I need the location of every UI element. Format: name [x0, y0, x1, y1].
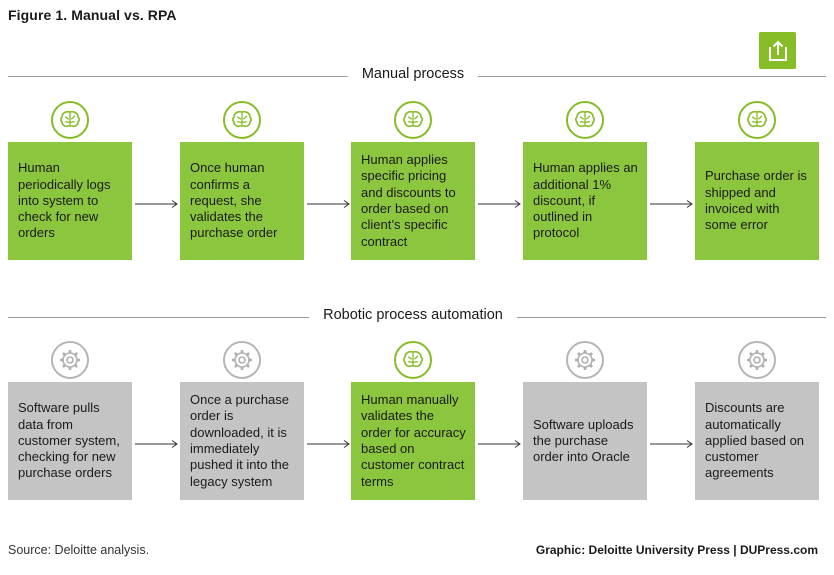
rpa-step-1-gear-icon	[51, 341, 89, 379]
manual-arrow-2	[306, 196, 351, 208]
rpa-section-title: Robotic process automation	[309, 307, 517, 323]
graphic-credit: Graphic: Deloitte University Press | DUP…	[535, 543, 818, 557]
manual-arrow-1	[134, 196, 179, 208]
rpa-step-5-gear-icon	[738, 341, 776, 379]
manual-section-title: Manual process	[347, 66, 479, 82]
manual-step-2-text: Once human confirms a request, she valid…	[190, 160, 278, 241]
manual-step-4-box: Human applies an additional 1% discount,…	[523, 142, 647, 260]
rpa-step-3-text: Human manually validates the order for a…	[361, 392, 466, 489]
share-upload-icon	[768, 40, 787, 61]
manual-step-3-brain-icon	[394, 101, 432, 139]
rpa-step-3-brain-icon	[394, 341, 432, 379]
rpa-step-5-box: Discounts are automatically applied base…	[695, 382, 819, 500]
manual-step-1-box: Human periodically logs into system to c…	[8, 142, 132, 260]
figure-title: Figure 1. Manual vs. RPA	[8, 7, 177, 23]
manual-arrow-3	[477, 196, 522, 208]
manual-step-4-brain-icon	[566, 101, 604, 139]
manual-step-5-box: Purchase order is shipped and invoiced w…	[695, 142, 819, 260]
rpa-step-2-gear-icon	[223, 341, 261, 379]
rpa-arrow-4	[649, 436, 694, 448]
manual-step-2-brain-icon	[223, 101, 261, 139]
rpa-step-5-text: Discounts are automatically applied base…	[705, 400, 805, 481]
manual-step-1-brain-icon	[51, 101, 89, 139]
rpa-step-1-box: Software pulls data from customer system…	[8, 382, 132, 500]
manual-step-5-brain-icon	[738, 101, 776, 139]
rpa-arrow-2	[306, 436, 351, 448]
rpa-step-3-box: Human manually validates the order for a…	[351, 382, 475, 500]
rpa-step-4-box: Software uploads the purchase order into…	[523, 382, 647, 500]
rpa-step-4-gear-icon	[566, 341, 604, 379]
manual-step-4-text: Human applies an additional 1% discount,…	[533, 160, 638, 241]
manual-step-2-box: Once human confirms a request, she valid…	[180, 142, 304, 260]
source-note: Source: Deloitte analysis.	[8, 543, 150, 557]
rpa-step-2-box: Once a purchase order is downloaded, it …	[180, 382, 304, 500]
rpa-step-4-text: Software uploads the purchase order into…	[533, 416, 634, 465]
rpa-arrow-1	[134, 436, 179, 448]
manual-arrow-4	[649, 196, 694, 208]
rpa-arrow-3	[477, 436, 522, 448]
manual-step-3-text: Human applies specific pricing and disco…	[361, 152, 456, 249]
share-button[interactable]	[759, 32, 796, 69]
manual-step-5-text: Purchase order is shipped and invoiced w…	[705, 168, 807, 233]
rpa-step-2-text: Once a purchase order is downloaded, it …	[190, 392, 290, 489]
manual-step-1-text: Human periodically logs into system to c…	[18, 160, 111, 241]
rpa-step-1-text: Software pulls data from customer system…	[18, 400, 120, 481]
manual-step-3-box: Human applies specific pricing and disco…	[351, 142, 475, 260]
